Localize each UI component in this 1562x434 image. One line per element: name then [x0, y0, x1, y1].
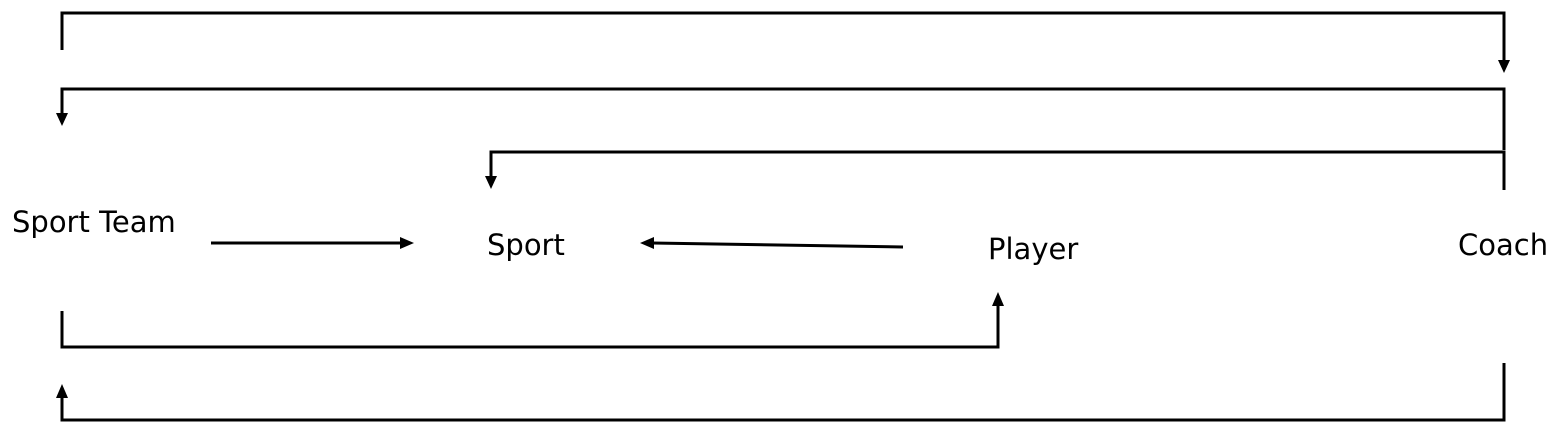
arrowhead-sport-left [400, 237, 414, 249]
arrow-coach-to-sport [485, 150, 1506, 190]
arrowhead-player-bottom [992, 292, 1004, 306]
node-sport-team: Sport Team [12, 205, 176, 239]
arrow-sport-team-to-coach [60, 11, 1510, 73]
arrowhead-sport-team-bottom [56, 384, 68, 398]
arrowhead-sport-right [640, 237, 654, 249]
node-coach: Coach [1458, 228, 1548, 262]
node-player: Player [988, 232, 1078, 266]
node-sport: Sport [487, 228, 565, 262]
arrow-coach-to-sport-team [56, 87, 1506, 150]
arrow-coach-to-sport-team-bottom [56, 363, 1506, 422]
arrow-sport-team-to-sport [211, 237, 414, 249]
arrowhead-sport-team-top [56, 113, 68, 126]
arrowhead-sport-top [485, 176, 497, 189]
arrow-player-to-sport [640, 237, 904, 249]
arrowhead-coach-top [1498, 60, 1510, 73]
arrow-sport-team-to-player [60, 292, 1004, 349]
